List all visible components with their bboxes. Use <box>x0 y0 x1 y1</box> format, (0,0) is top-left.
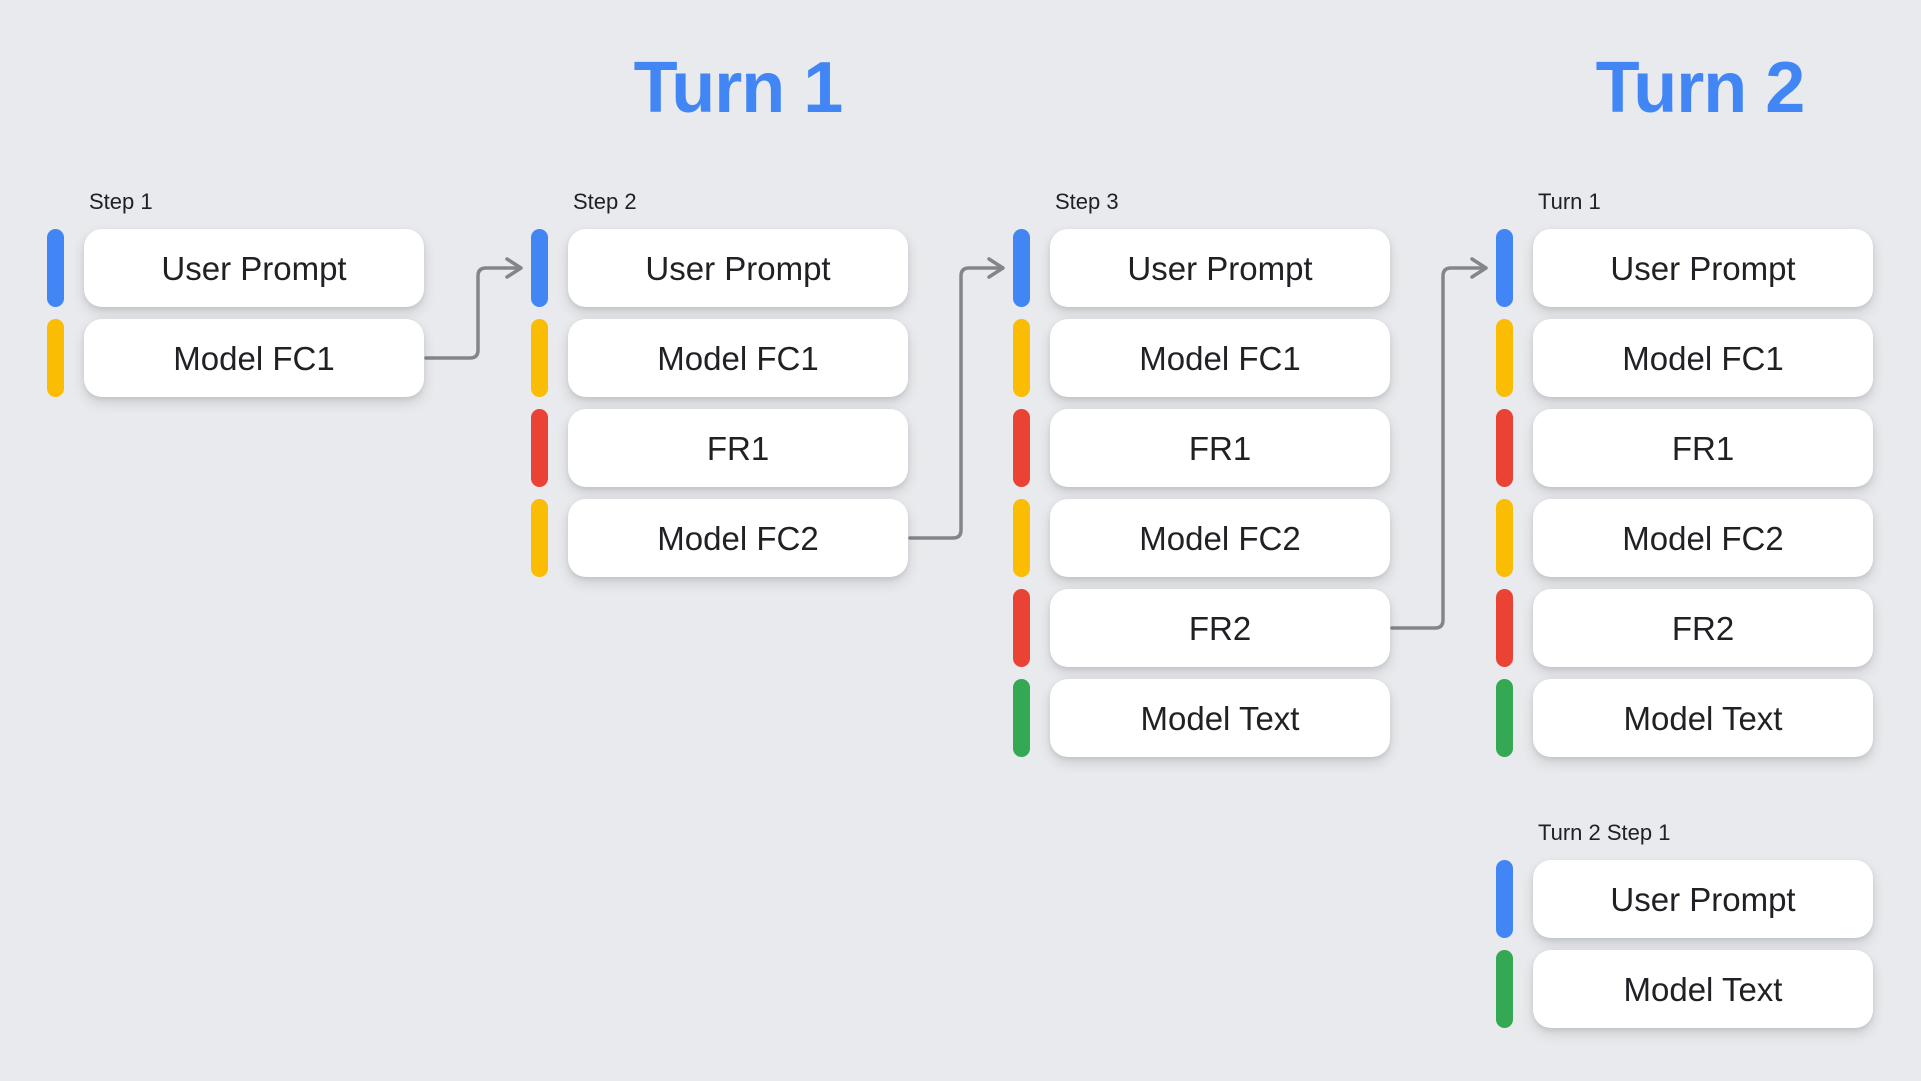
node-label: FR1 <box>1188 429 1252 467</box>
node-box: Model Text <box>1533 679 1873 757</box>
node-box: FR1 <box>1533 409 1873 487</box>
node-box: Model FC2 <box>1533 499 1873 577</box>
user-color-bar <box>1496 229 1513 307</box>
fc-color-bar <box>1013 499 1030 577</box>
node-box: FR1 <box>1050 409 1390 487</box>
column-label-step-3: Step 3 <box>1055 189 1119 214</box>
fc-color-bar <box>47 319 64 397</box>
node-box: FR2 <box>1050 589 1390 667</box>
text-color-bar <box>1496 950 1513 1028</box>
node-box: User Prompt <box>568 229 908 307</box>
arrow-line <box>908 266 1004 540</box>
user-color-bar <box>1496 860 1513 938</box>
node-box: Model FC2 <box>1050 499 1390 577</box>
node-box: Model Text <box>1050 679 1390 757</box>
node-box: FR1 <box>568 409 908 487</box>
fr-color-bar <box>1496 589 1513 667</box>
node-box: FR2 <box>1533 589 1873 667</box>
column-label-step-2: Step 2 <box>573 189 637 214</box>
column-label-step-1: Step 1 <box>89 189 153 214</box>
node-label: Model FC1 <box>173 339 335 377</box>
fc-color-bar <box>1496 319 1513 397</box>
node-label: FR1 <box>1671 429 1735 467</box>
turn-1-title: Turn 1 <box>633 48 844 128</box>
fc-color-bar <box>1496 499 1513 577</box>
node-label: Model Text <box>1623 970 1783 1008</box>
node-box: Model Text <box>1533 950 1873 1028</box>
node-label: Model Text <box>1140 699 1300 737</box>
node-label: User Prompt <box>161 249 347 287</box>
node-label: Model FC2 <box>657 519 819 557</box>
flow-arrow-2 <box>908 257 1005 540</box>
node-box: Model FC1 <box>1050 319 1390 397</box>
user-color-bar <box>1013 229 1030 307</box>
node-label: Model FC1 <box>1139 339 1301 377</box>
fr-color-bar <box>1013 409 1030 487</box>
flow-arrow-3 <box>1390 257 1488 630</box>
node-label: Model Text <box>1623 699 1783 737</box>
node-label: Model FC1 <box>1622 339 1784 377</box>
fc-color-bar <box>531 499 548 577</box>
node-box: User Prompt <box>84 229 424 307</box>
node-box: User Prompt <box>1050 229 1390 307</box>
column-label-turn-2-step-1: Turn 2 Step 1 <box>1538 820 1671 845</box>
flow-arrow-1 <box>424 257 523 360</box>
node-label: User Prompt <box>1127 249 1313 287</box>
node-label: Model FC2 <box>1139 519 1301 557</box>
fr-color-bar <box>531 409 548 487</box>
node-label: Model FC1 <box>657 339 819 377</box>
node-box: Model FC1 <box>1533 319 1873 397</box>
node-label: User Prompt <box>1610 880 1796 918</box>
arrowhead-icon <box>505 257 523 279</box>
text-color-bar <box>1013 679 1030 757</box>
column-label-turn-1: Turn 1 <box>1538 189 1601 214</box>
fr-color-bar <box>1496 409 1513 487</box>
node-box: Model FC1 <box>568 319 908 397</box>
user-color-bar <box>531 229 548 307</box>
node-label: FR2 <box>1188 609 1252 647</box>
text-color-bar <box>1496 679 1513 757</box>
node-label: User Prompt <box>1610 249 1796 287</box>
arrowhead-icon <box>987 257 1005 279</box>
arrow-line <box>424 266 522 360</box>
arrowhead-icon <box>1470 257 1488 279</box>
node-box: User Prompt <box>1533 229 1873 307</box>
node-box: Model FC1 <box>84 319 424 397</box>
fc-color-bar <box>1013 319 1030 397</box>
arrow-line <box>1390 266 1487 630</box>
fc-color-bar <box>531 319 548 397</box>
node-box: Model FC2 <box>568 499 908 577</box>
node-box: User Prompt <box>1533 860 1873 938</box>
fr-color-bar <box>1013 589 1030 667</box>
turn-2-title: Turn 2 <box>1595 48 1806 128</box>
node-label: Model FC2 <box>1622 519 1784 557</box>
node-label: FR1 <box>706 429 770 467</box>
node-label: FR2 <box>1671 609 1735 647</box>
node-label: User Prompt <box>645 249 831 287</box>
user-color-bar <box>47 229 64 307</box>
